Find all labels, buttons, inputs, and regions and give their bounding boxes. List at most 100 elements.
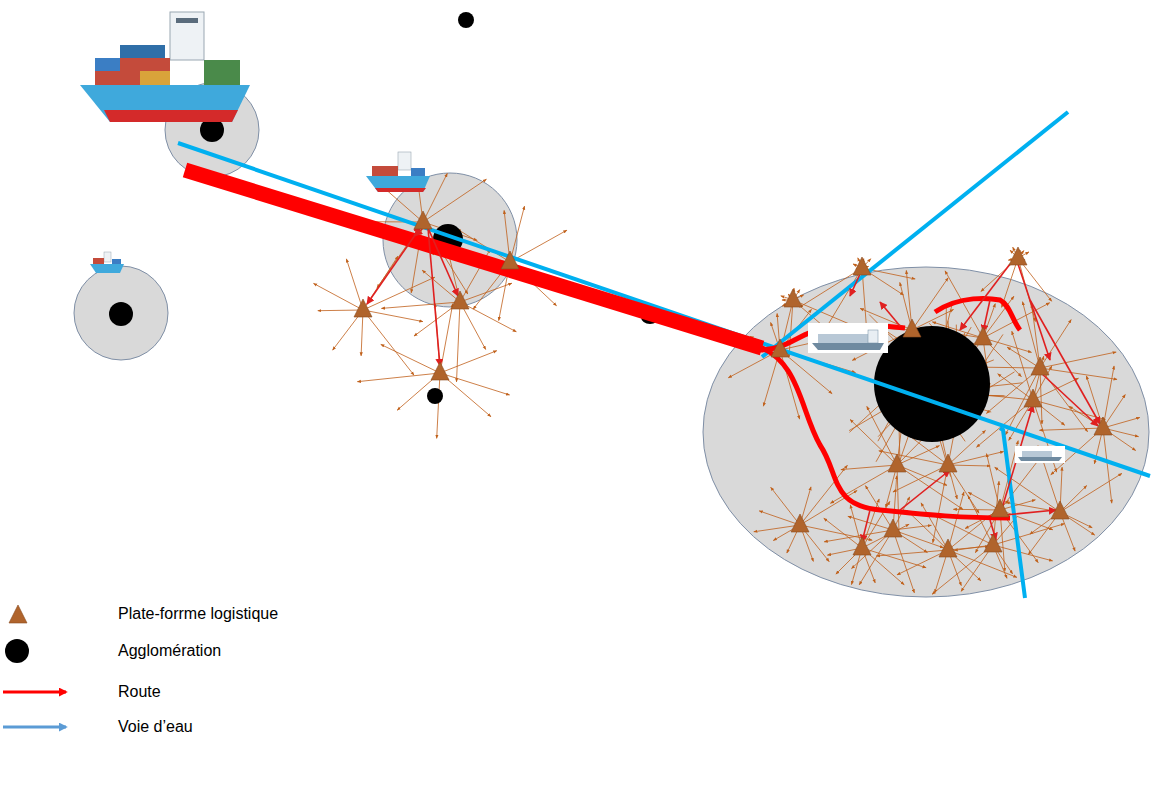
flow-arrow — [987, 454, 1001, 510]
barge — [808, 323, 888, 353]
legend-text: Agglomération — [118, 641, 221, 661]
flow-arrow — [948, 492, 964, 550]
platform-symbol — [884, 519, 902, 537]
flow-arrow — [933, 465, 948, 543]
agglomeration-symbol — [5, 639, 29, 663]
flow-arrow — [948, 465, 990, 466]
platform-symbol — [791, 514, 809, 532]
flow-arrow — [510, 230, 567, 262]
flow-arrow — [862, 548, 926, 568]
flow-arrow — [948, 452, 1004, 466]
flow-arrow — [1103, 428, 1112, 503]
flow-arrow — [1040, 352, 1116, 368]
flow-arrow — [1012, 331, 1033, 400]
flow-arrow — [381, 344, 440, 373]
flow-arrow — [1005, 510, 1056, 515]
flow-arrow — [983, 300, 990, 332]
flow-arrow — [800, 465, 847, 525]
flow-arrow — [1086, 376, 1103, 428]
flow-arrow — [921, 503, 948, 550]
legend-text: Plate-forrme logistique — [118, 604, 278, 624]
flow-arrow — [968, 492, 1000, 510]
flow-arrow — [900, 470, 950, 510]
platform-symbol — [501, 251, 519, 269]
container-ship-large — [80, 12, 250, 122]
flow-arrow — [1033, 378, 1079, 400]
flow-arrow — [440, 304, 453, 373]
waterways — [178, 112, 1150, 598]
platform-symbol — [414, 211, 432, 229]
platform-symbol — [939, 539, 957, 557]
legend-samples — [3, 605, 66, 727]
flow-arrow — [862, 510, 870, 542]
flow-arrow — [1040, 372, 1098, 426]
flow-arrow — [850, 274, 860, 296]
flow-arrow — [363, 310, 423, 322]
flow-arrow — [357, 373, 440, 382]
flow-arrow — [879, 451, 948, 465]
flow-arrow — [1040, 368, 1117, 379]
flow-arrow — [771, 487, 800, 525]
flow-arrow — [381, 302, 460, 308]
flow-arrow — [1103, 366, 1114, 428]
flow-arrow — [1039, 428, 1103, 430]
platform-symbol — [784, 289, 802, 307]
container-ship-medium — [366, 152, 430, 192]
logistics-platforms — [354, 211, 1112, 557]
flow-arrow — [859, 530, 893, 585]
platform-symbol — [1094, 417, 1112, 435]
flow-arrow — [510, 206, 525, 262]
flow-arrow — [893, 530, 914, 593]
flow-arrow — [1033, 400, 1105, 420]
platform-symbol — [431, 362, 449, 380]
platform-symbol — [771, 339, 789, 357]
platform-symbol — [939, 454, 957, 472]
flow-arrow — [440, 351, 497, 373]
roads — [185, 170, 1020, 518]
flow-arrow — [948, 546, 988, 550]
flow-arrow — [800, 491, 857, 526]
flow-arrow — [880, 302, 900, 326]
flow-arrow — [437, 373, 440, 438]
road-links — [367, 226, 1100, 542]
road-symbol — [3, 691, 66, 694]
platform-symbol — [1024, 389, 1042, 407]
flow-arrow — [824, 518, 862, 548]
flow-arrow — [1018, 264, 1050, 360]
legend-text: Route — [118, 682, 161, 702]
flow-arrow — [841, 465, 897, 470]
flow-arrow — [1060, 473, 1122, 512]
platform-symbol — [888, 454, 906, 472]
platform-symbol — [974, 327, 992, 345]
container-ship-small — [90, 252, 124, 273]
flow-arrow — [912, 278, 948, 330]
flow-arrow — [993, 524, 1064, 545]
flow-arrow — [830, 465, 897, 503]
platform-symbol — [991, 499, 1009, 517]
flow-arrow — [897, 465, 899, 536]
flow-arrow — [428, 228, 458, 296]
waterway-symbol — [3, 726, 66, 729]
flow-arrow — [1060, 486, 1087, 512]
flow-arrow — [1032, 304, 1040, 368]
flow-arrow — [423, 179, 486, 222]
flow-arrow — [897, 465, 947, 485]
flow-arrow — [440, 373, 510, 395]
flow-arrow — [1000, 500, 1035, 510]
catchment-areas — [74, 83, 1149, 597]
platform-symbol — [1051, 501, 1069, 519]
flow-arrow — [460, 283, 512, 302]
flow-arrow — [318, 310, 363, 312]
platform-symbol — [354, 299, 372, 317]
platform-symbol — [903, 319, 921, 337]
platform-symbol — [853, 257, 871, 275]
flow-arrow — [363, 310, 414, 375]
flow-arrow — [346, 259, 363, 310]
platform-symbol — [1009, 247, 1027, 265]
platform-symbol — [1031, 357, 1049, 375]
platform-symbol — [853, 537, 871, 555]
barge — [1015, 446, 1065, 463]
flow-arrow — [876, 550, 948, 556]
flow-arrow — [1069, 406, 1103, 428]
